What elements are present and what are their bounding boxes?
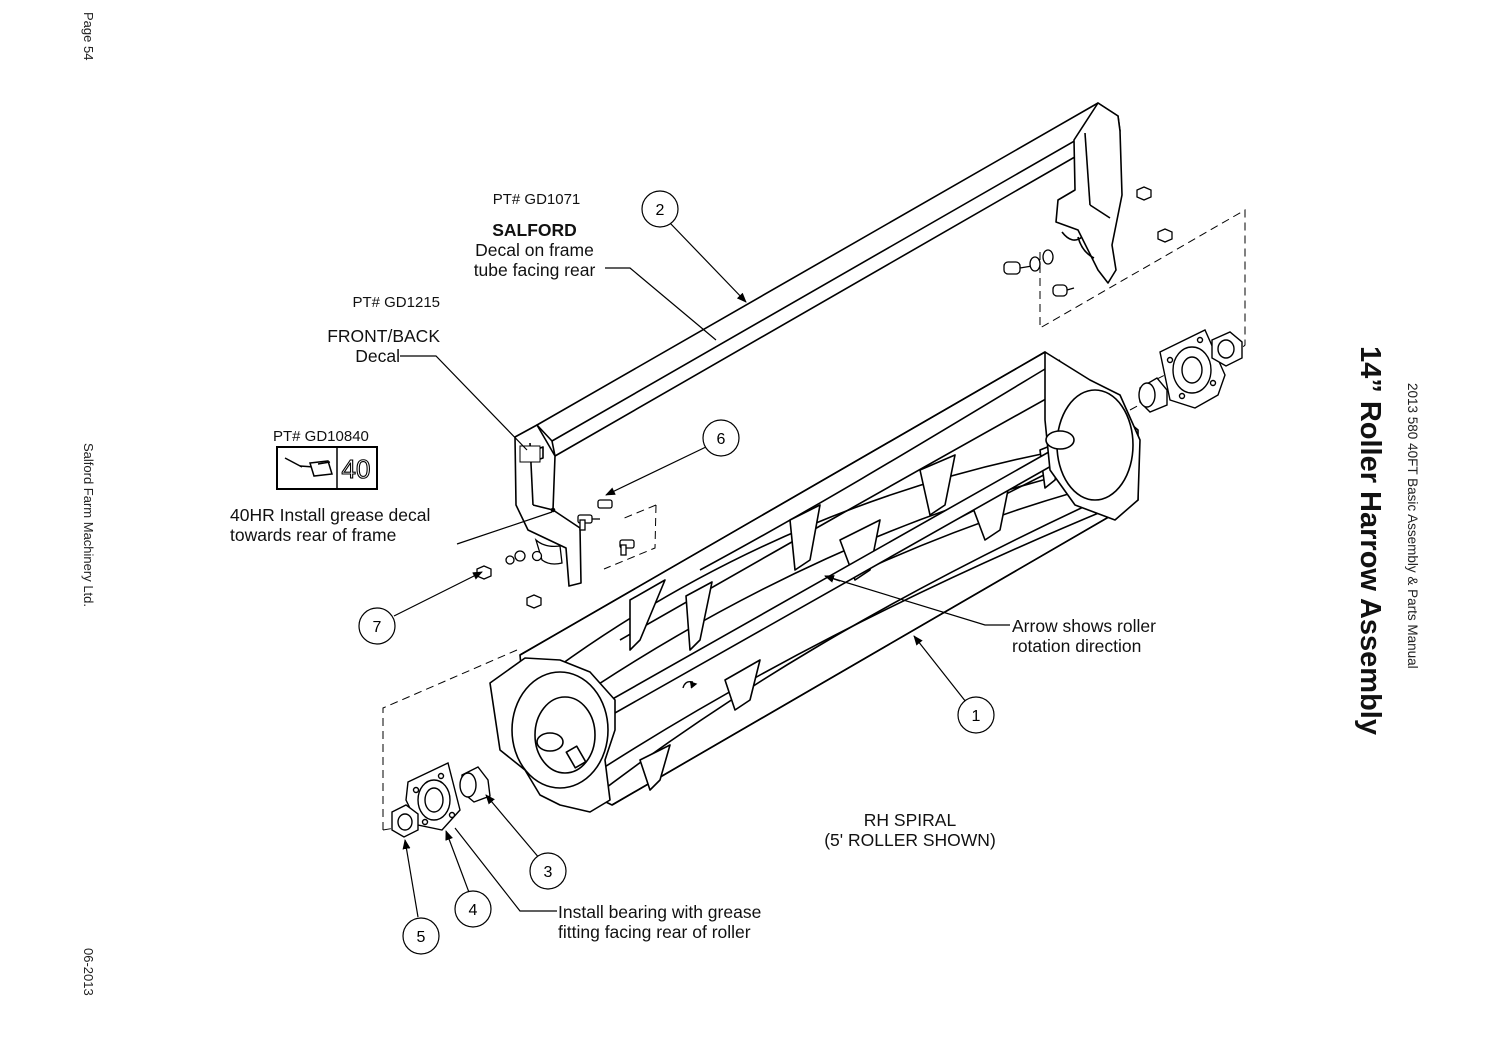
front-back-decal-line2: Decal	[355, 346, 400, 366]
balloon-5	[402, 917, 440, 955]
rotation-arrow	[682, 680, 698, 689]
right-bearing-assembly	[1138, 329, 1243, 413]
grease-gun-icon	[284, 457, 333, 477]
left-bracket-hardware	[476, 186, 1173, 609]
balloon-2-group: 2	[641, 190, 679, 228]
rotation-note-line2: rotation direction	[1012, 636, 1142, 656]
rotation-note-line1: Arrow shows roller	[1012, 616, 1156, 636]
salford-decal-part-number: PT# GD1071	[492, 191, 581, 208]
front-back-decal-line1: FRONT/BACK	[327, 326, 440, 346]
balloon-4-group: 4	[454, 890, 492, 928]
grease-decal-graphic: 40	[276, 446, 378, 490]
grease-decal-hours: 40	[342, 454, 371, 484]
leader-lines	[393, 222, 1010, 918]
grease-decal-line1: 40HR Install grease decal	[230, 505, 431, 525]
balloon-2-label: 2	[656, 202, 665, 219]
salford-decal-brand: SALFORD	[492, 220, 577, 240]
bearing-note-line2: fitting facing rear of roller	[558, 922, 751, 942]
salford-decal-line1: Decal on frame	[475, 240, 594, 260]
balloon-7	[358, 607, 396, 645]
balloon-6	[702, 419, 740, 457]
front-back-decal-part-number: PT# GD1215	[352, 294, 440, 311]
frame-tube	[514, 102, 1123, 587]
balloon-5-label: 5	[417, 929, 426, 946]
balloon-4	[454, 890, 492, 928]
balloon-7-label: 7	[373, 619, 382, 636]
right-bracket-hardware	[1003, 249, 1075, 297]
balloon-3	[529, 852, 567, 890]
bearing-note-line1: Install bearing with grease	[558, 902, 762, 922]
front-back-decal-spot	[519, 445, 541, 463]
balloon-3-group: 3	[529, 852, 567, 890]
grease-decal-line2: towards rear of frame	[230, 525, 397, 545]
balloon-7-group: 7	[358, 607, 396, 645]
left-bearing-assembly	[391, 762, 491, 838]
balloon-6-group: 6	[702, 419, 740, 457]
balloon-1-label: 1	[972, 708, 981, 725]
balloon-5-group: 5	[402, 917, 440, 955]
spiral-note-line2: (5' ROLLER SHOWN)	[824, 830, 996, 850]
spiral-note-line1: RH SPIRAL	[863, 810, 957, 830]
salford-decal-line2: tube facing rear	[473, 260, 596, 280]
balloon-2	[641, 190, 679, 228]
balloon-4-label: 4	[469, 902, 478, 919]
balloon-3-label: 3	[544, 864, 553, 881]
balloon-1	[957, 696, 995, 734]
balloon-1-group: 1	[957, 696, 995, 734]
balloon-6-label: 6	[717, 431, 726, 448]
grease-decal-part-number: PT# GD10840	[273, 428, 369, 445]
